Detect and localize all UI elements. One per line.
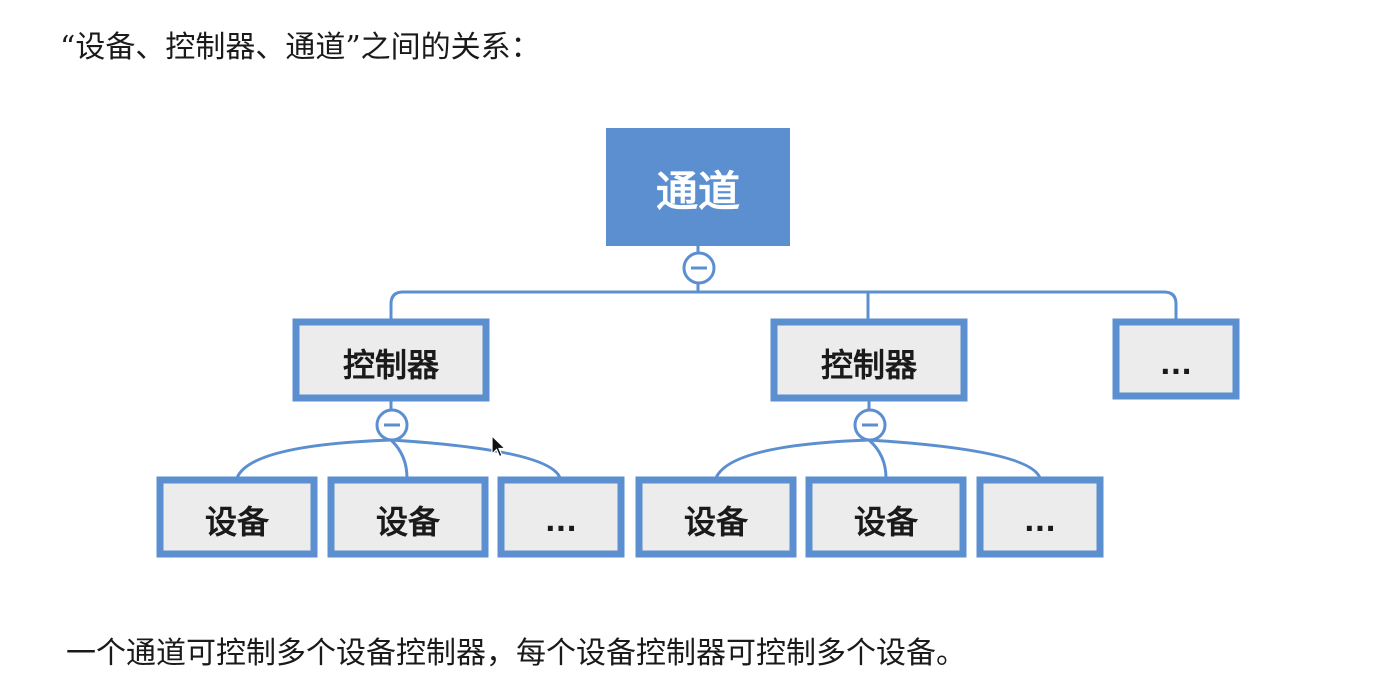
node-device-1-2-label: 设备 [376,503,441,541]
node-device-2-2-label: 设备 [854,503,919,541]
collapse-controller-2-icon[interactable] [853,408,887,442]
collapse-controller-1-icon[interactable] [375,408,409,442]
page-heading: “设备、控制器、通道”之间的关系： [60,30,541,65]
page-caption: 一个通道可控制多个设备控制器，每个设备控制器可控制多个设备。 [66,636,966,671]
connector-ctrl1-dev3 [390,438,562,479]
node-device-2-1-label: 设备 [684,503,749,541]
node-controller-2: 控制器 [770,318,968,402]
connector-ctrl2-dev3 [868,438,1042,479]
node-root: 通道 [606,128,790,246]
node-device-1-3: ... [497,476,625,558]
collapse-root-icon[interactable] [682,251,716,285]
mouse-pointer-icon [491,435,507,458]
node-device-1-1: 设备 [156,476,318,558]
connector-ctrl2-dev1 [714,438,870,479]
node-device-2-3: ... [976,476,1104,558]
node-device-1-2: 设备 [327,476,489,558]
node-device-1-1-label: 设备 [205,503,270,541]
connector-root-bus [389,290,1178,320]
connector-ctrl1-dev1 [235,438,392,479]
node-controller-1-label: 控制器 [343,346,440,384]
node-device-2-2: 设备 [805,476,967,558]
node-controller-3: ... [1112,318,1240,400]
node-device-2-3-label: ... [1024,505,1056,538]
node-controller-1: 控制器 [292,318,490,402]
connector-ctrl2-dev2 [867,438,888,479]
node-device-1-3-label: ... [545,505,577,538]
node-controller-2-label: 控制器 [821,346,918,384]
node-root-label: 通道 [656,167,740,216]
node-controller-3-label: ... [1160,348,1192,381]
connector-ctrl1-dev2 [389,438,409,479]
node-device-2-1: 设备 [635,476,797,558]
